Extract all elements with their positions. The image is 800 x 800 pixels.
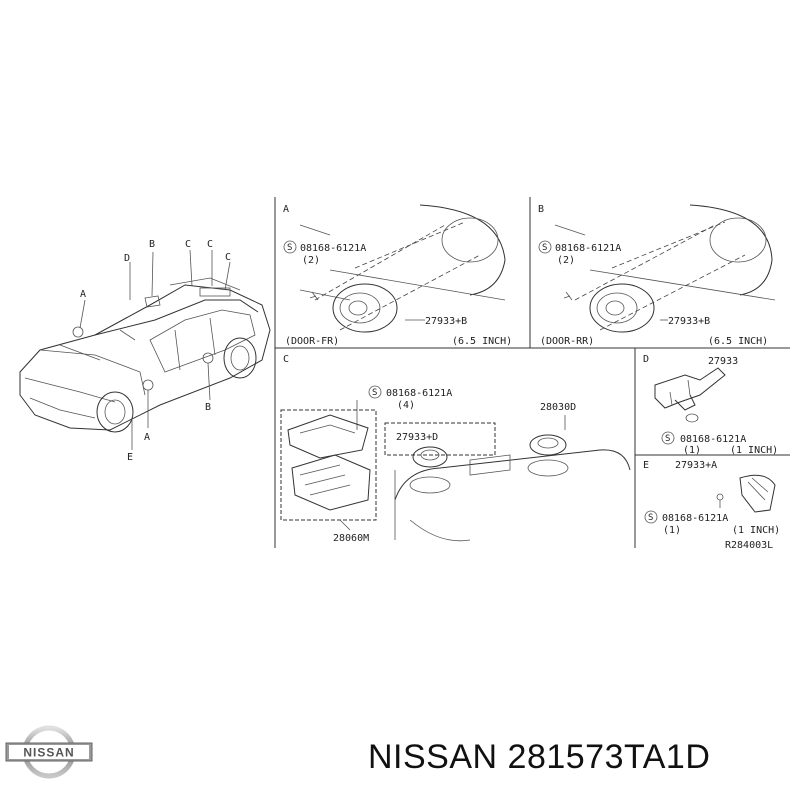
bolt-symbol-icon	[644, 510, 658, 524]
svg-text:S: S	[542, 243, 547, 253]
panel-e: E 27933+A S 08168-6121A (1) (1 INCH) R28…	[643, 460, 780, 551]
panel-b-size: (6.5 INCH)	[708, 336, 768, 347]
panel-a-size: (6.5 INCH)	[452, 336, 512, 347]
bolt-symbol-icon	[661, 431, 675, 445]
panel-d: D 27933 S 08168-6121A (1) (1 INCH)	[643, 354, 778, 456]
panel-c-speaker-right: 28030D	[540, 402, 576, 413]
logo-text: NISSAN	[23, 746, 74, 760]
panel-b-bolt-qty: (2)	[557, 255, 575, 266]
panel-e-letter: E	[643, 460, 649, 471]
panel-b: B S 08168-6121A (2) 27933+B (DOOR-RR) (6…	[538, 204, 776, 347]
panel-c-amp-part: 28060M	[333, 533, 369, 544]
callout-d: D	[124, 253, 130, 264]
bolt-symbol-icon	[538, 240, 552, 254]
panel-b-speaker-part: 27933+B	[668, 316, 710, 327]
panel-e-size: (1 INCH)	[732, 525, 780, 536]
nissan-logo: NISSAN	[5, 725, 93, 779]
panel-d-part: 27933	[708, 356, 738, 367]
callout-e: E	[127, 452, 133, 463]
car-overview	[19, 249, 271, 450]
panel-c-bolt-code: 08168-6121A	[386, 388, 452, 399]
svg-text:S: S	[372, 388, 377, 398]
callout-c: C	[225, 252, 231, 263]
callout-b: B	[205, 402, 211, 413]
svg-text:S: S	[648, 513, 653, 523]
panel-c-bolt-qty: (4)	[397, 400, 415, 411]
panel-a: A S 08168-6121A (2) 27933+B (DOOR-FR) (6…	[283, 204, 512, 347]
panel-d-bolt-qty: (1)	[683, 445, 701, 456]
panel-b-letter: B	[538, 204, 544, 215]
callout-c: C	[185, 239, 191, 250]
panel-b-bolt-code: 08168-6121A	[555, 243, 621, 254]
panel-d-letter: D	[643, 354, 649, 365]
panel-c: C S 08168-6121A (4) 28060M 27933+D 28030…	[280, 354, 631, 544]
svg-text:S: S	[665, 434, 670, 444]
panel-a-bolt-qty: (2)	[302, 255, 320, 266]
panel-d-bolt-code: 08168-6121A	[680, 434, 746, 445]
callout-a: A	[144, 432, 150, 443]
callout-a: A	[80, 289, 86, 300]
part-title: NISSAN 281573TA1D	[368, 738, 711, 776]
panel-c-letter: C	[283, 354, 289, 365]
panel-frames	[274, 197, 790, 548]
panel-e-part: 27933+A	[675, 460, 717, 471]
svg-text:S: S	[287, 243, 292, 253]
car-callouts: A B C C C D A B E	[80, 239, 231, 463]
bolt-symbol-icon	[283, 240, 297, 254]
panel-a-location: (DOOR-FR)	[285, 336, 339, 347]
panel-a-speaker-part: 27933+B	[425, 316, 467, 327]
panel-b-location: (DOOR-RR)	[540, 336, 594, 347]
callout-c: C	[207, 239, 213, 250]
panel-d-size: (1 INCH)	[730, 445, 778, 456]
bolt-symbol-icon	[368, 385, 382, 399]
callout-b: B	[149, 239, 155, 250]
panel-e-bolt-code: 08168-6121A	[662, 513, 728, 524]
panel-c-speaker-left: 27933+D	[396, 432, 438, 443]
reference-code: R284003L	[725, 540, 773, 551]
parts-diagram: A B C C C D A B E A S 08168-6121A (2) 27…	[19, 197, 790, 551]
panel-a-bolt-code: 08168-6121A	[300, 243, 366, 254]
panel-a-letter: A	[283, 204, 289, 215]
panel-e-bolt-qty: (1)	[663, 525, 681, 536]
